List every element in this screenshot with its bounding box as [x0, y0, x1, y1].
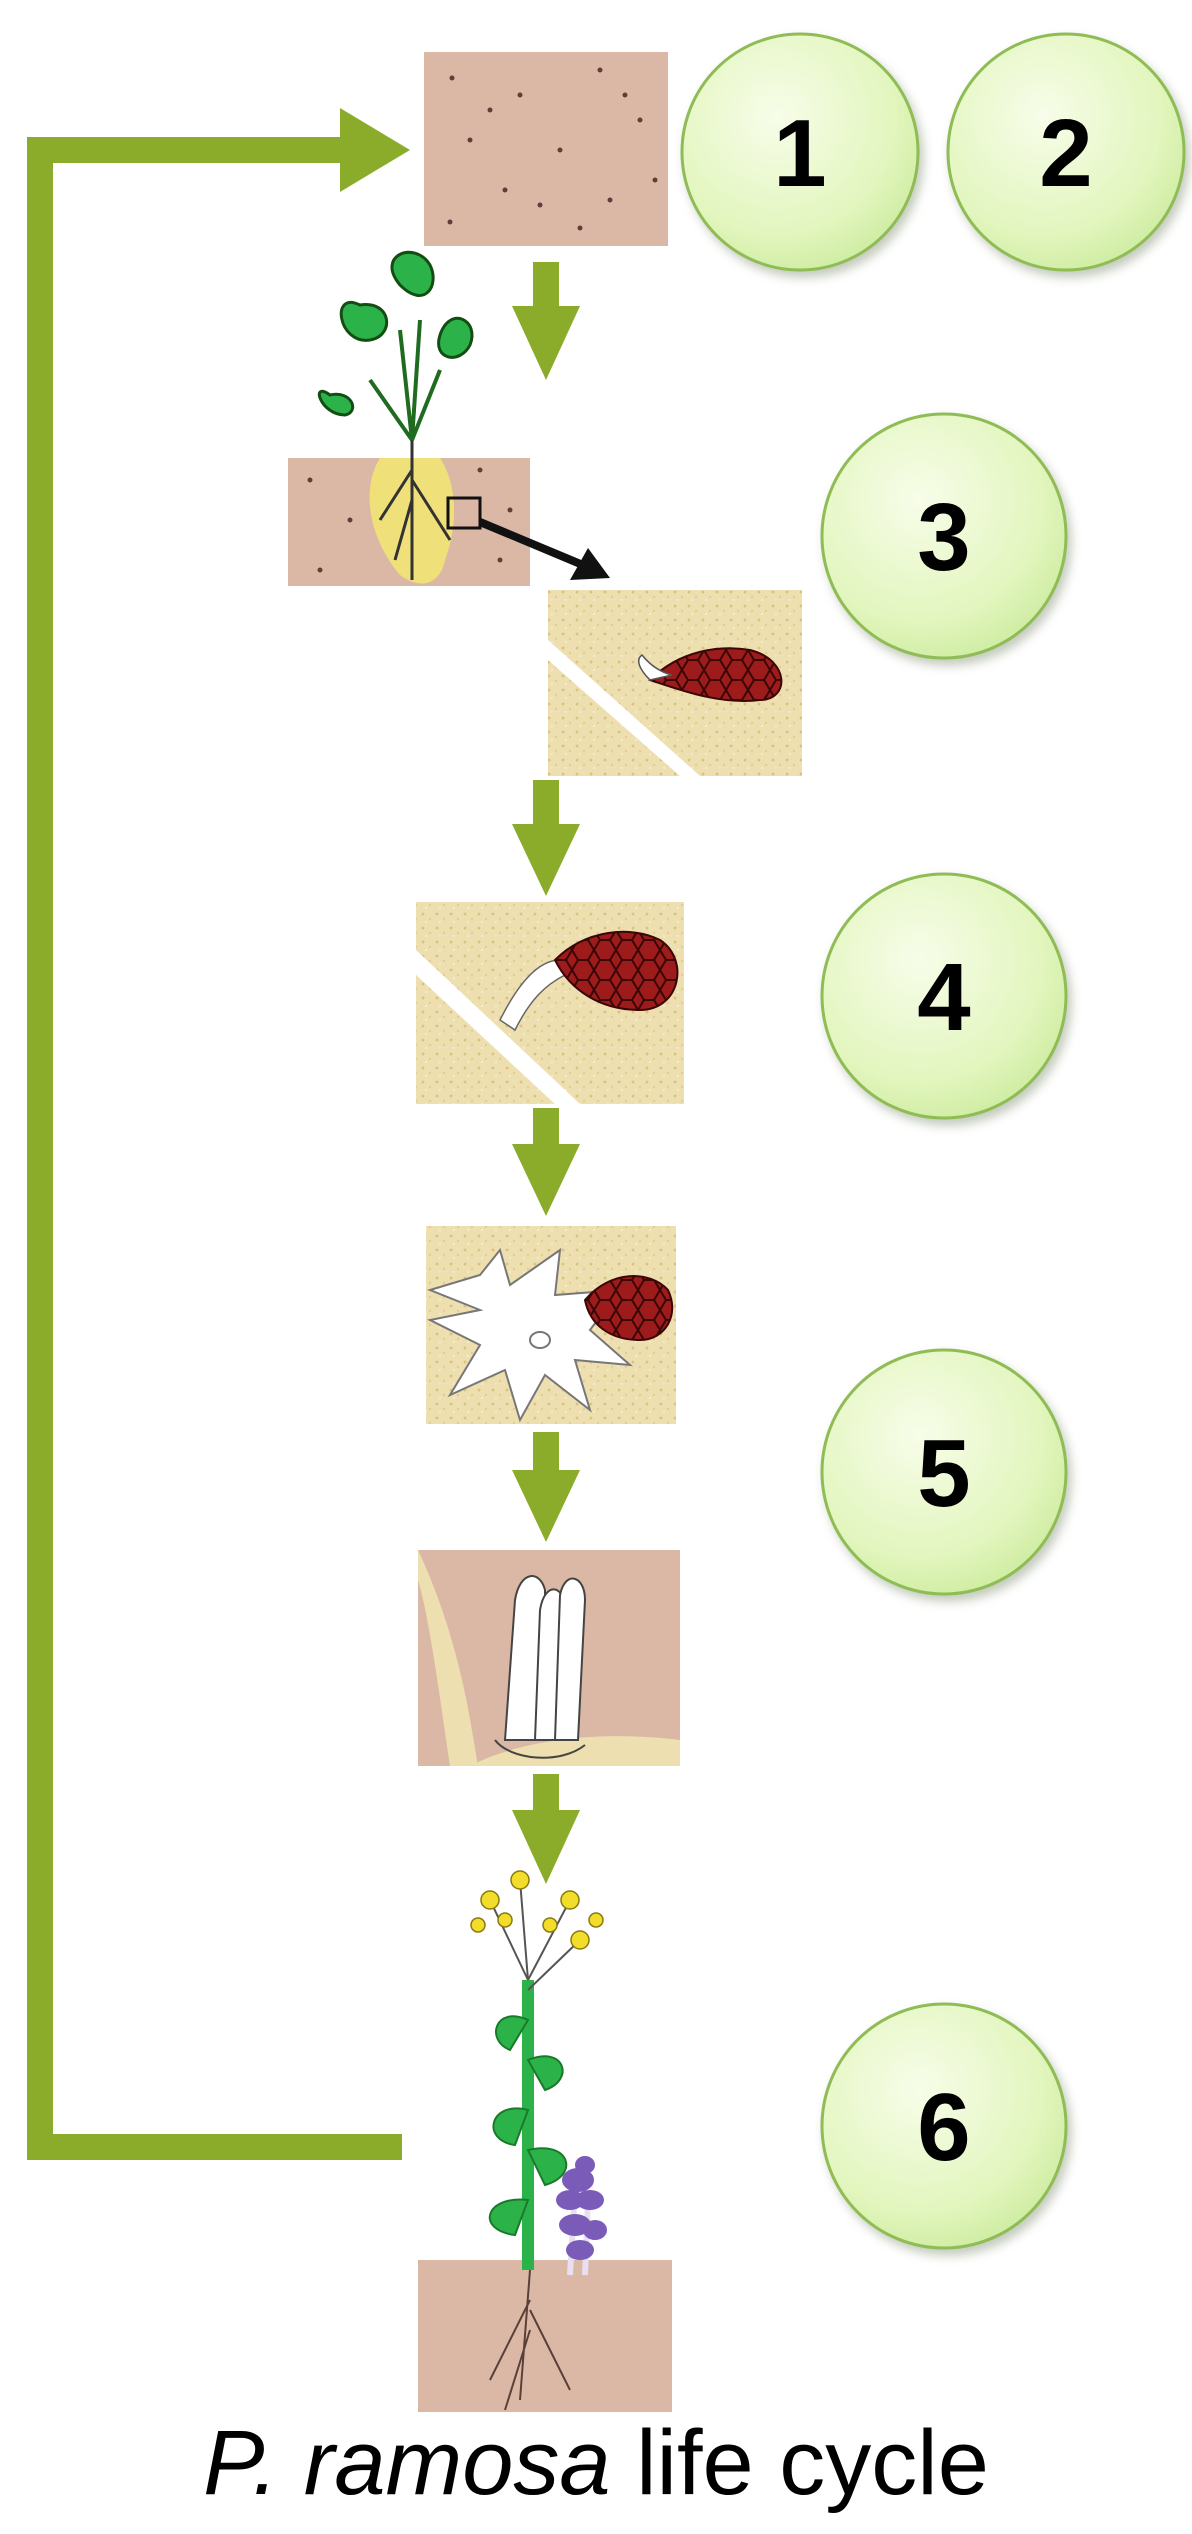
stage-number: 5 [917, 1420, 970, 1527]
stage-number: 3 [917, 484, 970, 591]
stage-number: 2 [1039, 100, 1092, 207]
caption-species: P. ramosa [203, 2412, 610, 2514]
return-loop-arrow [40, 108, 410, 2147]
down-arrow [512, 262, 580, 380]
seed-contact-root-panel [548, 590, 802, 776]
down-arrow [512, 780, 580, 896]
stage-badge-6: 6 [822, 2004, 1066, 2248]
stage-badge-1: 1 [682, 34, 918, 270]
caption-rest: life cycle [611, 2412, 989, 2514]
stage-badge-2: 2 [948, 34, 1184, 270]
down-arrow [512, 1774, 580, 1884]
down-arrow [512, 1108, 580, 1216]
stage-badge-3: 3 [822, 414, 1066, 658]
host-seedling [288, 252, 530, 586]
down-arrow [512, 1432, 580, 1542]
attachment-panel [426, 1226, 676, 1424]
stage-badge-4: 4 [822, 874, 1066, 1118]
shoot-emergence-panel [418, 1550, 680, 1766]
diagram-caption: P. ramosa life cycle [0, 2408, 1192, 2518]
stage-number: 6 [917, 2074, 970, 2181]
mature-host-and-parasite [418, 1871, 672, 2412]
stage-number: 1 [773, 100, 826, 207]
germination-panel [416, 902, 684, 1104]
stage-number: 4 [917, 944, 970, 1051]
stage-badge-5: 5 [822, 1350, 1066, 1594]
stage-1-soil-seeds [424, 52, 668, 246]
